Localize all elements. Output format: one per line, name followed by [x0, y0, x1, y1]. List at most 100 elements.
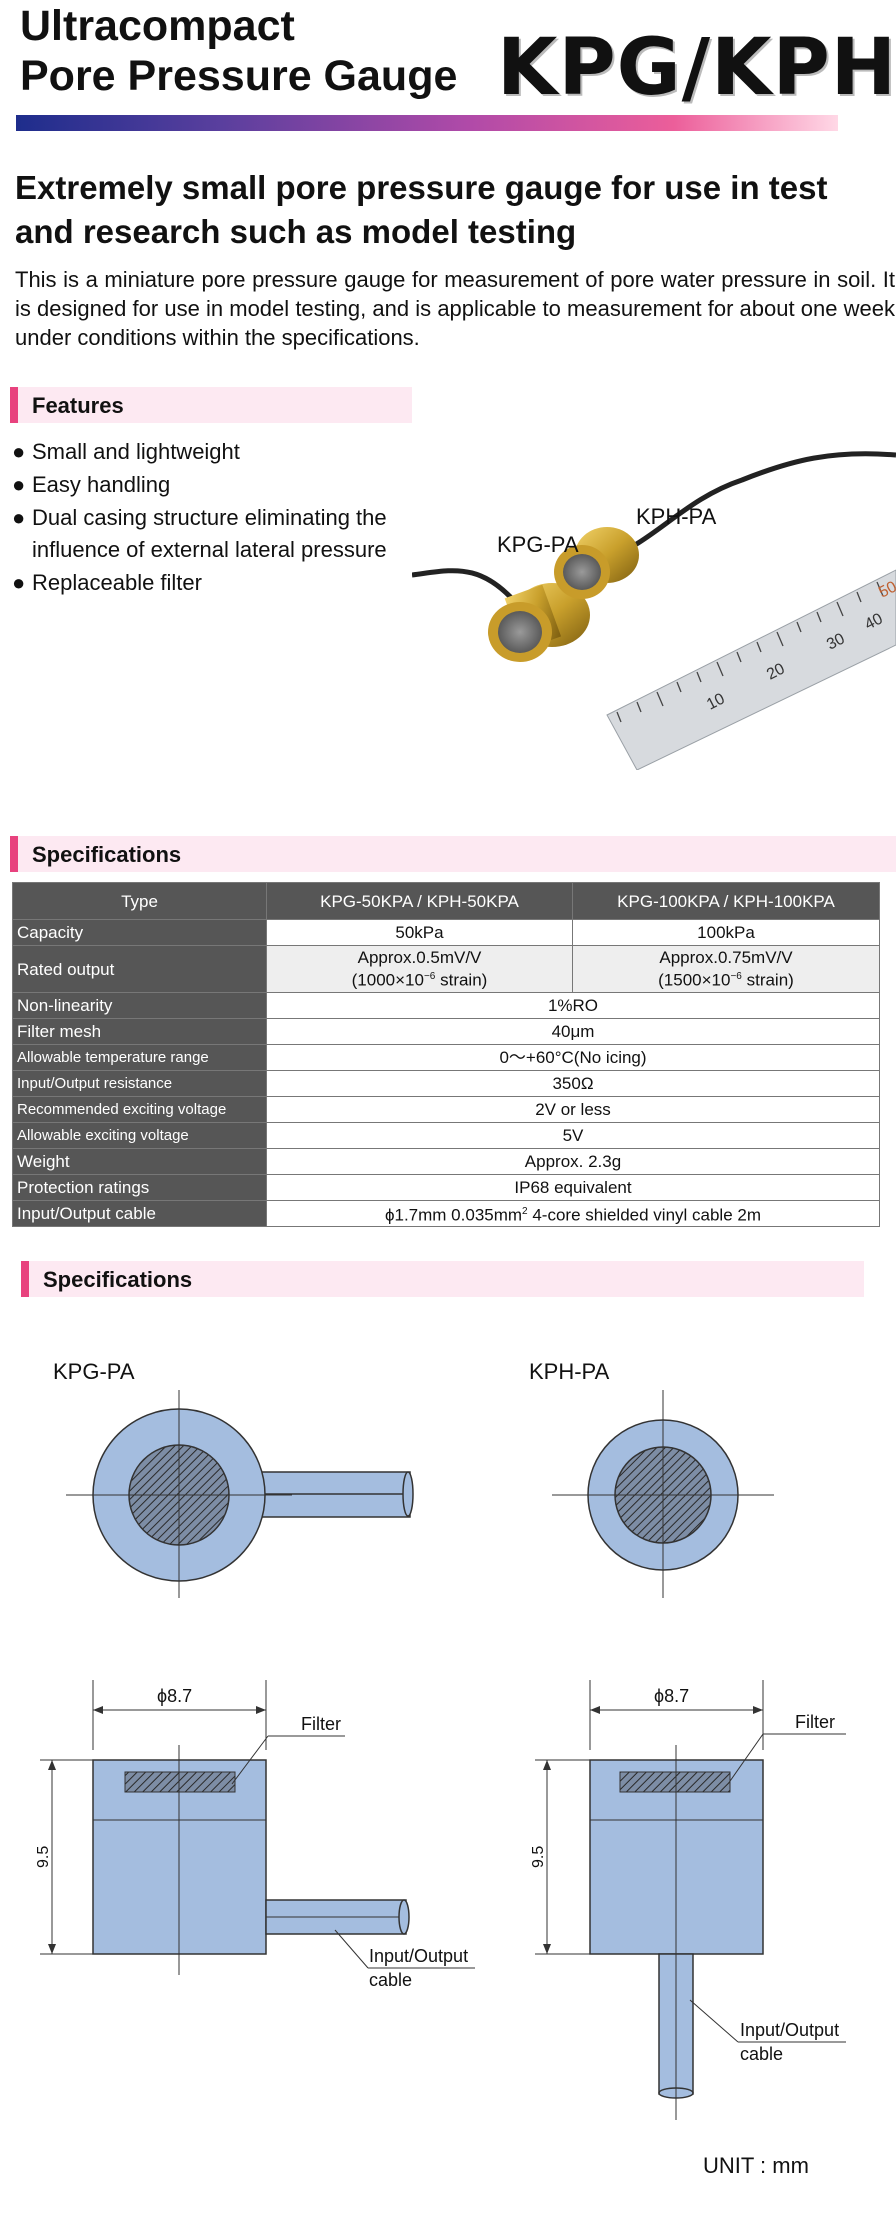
features-heading: Features — [10, 387, 412, 423]
ruler-ticks — [616, 581, 884, 723]
feature-text: Small and lightweight — [32, 439, 240, 464]
cable-label-line2: cable — [369, 1970, 412, 1990]
row-value: 350Ω — [266, 1070, 880, 1097]
row-label: Rated output — [12, 945, 267, 993]
row-label: Filter mesh — [12, 1018, 267, 1045]
photo-label-kpg: KPG-PA — [497, 532, 579, 557]
row-label: Input/Output resistance — [12, 1070, 267, 1097]
diameter-label: ϕ8.7 — [654, 1686, 689, 1706]
diameter-label: ϕ8.7 — [157, 1686, 192, 1706]
features-heading-label: Features — [32, 393, 124, 418]
title-line-1: Ultracompact — [20, 2, 295, 50]
specs-heading: Specifications — [10, 836, 896, 872]
model-name: KPG/KPH — [497, 23, 896, 113]
feature-text: Replaceable filter — [32, 570, 202, 595]
row-label: Protection ratings — [12, 1174, 267, 1201]
row-value: 5V — [266, 1122, 880, 1149]
row-value: 40μm — [266, 1018, 880, 1045]
strain-exp: −6 — [730, 971, 742, 983]
table-row: Rated output Approx.0.5mV/V (1000×10−6 s… — [12, 945, 880, 993]
feature-item: ●Dual casing structure eliminating the i… — [10, 502, 420, 566]
row-value: 1%RO — [266, 992, 880, 1019]
features-list: ●Small and lightweight ●Easy handling ●D… — [10, 436, 420, 600]
strain-base: (1000×10 — [351, 970, 424, 990]
row-value: Approx. 2.3g — [266, 1148, 880, 1175]
row-value: 0～+60°C(No icing) — [266, 1044, 880, 1071]
drawing-label-kph: KPH-PA — [529, 1359, 610, 1384]
dimension-drawing: KPG-PA KPH-PA ϕ8.7 — [35, 1359, 846, 2178]
row-label: Allowable temperature range — [12, 1044, 267, 1071]
strain-base: (1500×10 — [658, 970, 731, 990]
cable-spec-text: ϕ1.7mm 0.035mm — [384, 1205, 523, 1225]
heading-accent — [10, 387, 18, 423]
heading-accent — [10, 836, 18, 872]
height-label: 9.5 — [530, 1846, 547, 1868]
bullet-icon: ● — [12, 505, 26, 530]
row-value: 2V or less — [266, 1096, 880, 1123]
strain-exp: −6 — [423, 971, 436, 983]
table-row: Input/Output cable ϕ1.7mm 0.035mm2 4-cor… — [12, 1200, 880, 1227]
kpg-cable — [412, 568, 524, 612]
cable-label-line1: Input/Output — [740, 2020, 839, 2040]
row-value: 100kPa — [572, 919, 880, 946]
cable-spec-sup: 2 — [522, 1206, 528, 1218]
ruler-mark: 40 — [862, 610, 886, 633]
strain-unit: strain) — [741, 970, 794, 990]
header-cell: KPG-100KPA / KPH-100KPA — [572, 882, 880, 920]
row-label: Allowable exciting voltage — [12, 1122, 267, 1149]
bullet-icon: ● — [12, 570, 26, 595]
specs-heading-label: Specifications — [32, 842, 182, 867]
kph-top-view — [552, 1390, 774, 1598]
row-label: Recommended exciting voltage — [12, 1096, 267, 1123]
kph-cable — [601, 451, 896, 563]
row-value: 50kPa — [266, 919, 573, 946]
ruler — [606, 569, 896, 770]
drawing-heading-label: Specifications — [43, 1267, 193, 1292]
row-label: Input/Output cable — [12, 1200, 267, 1227]
drawing-label-kpg: KPG-PA — [53, 1359, 135, 1384]
intro-text: This is a miniature pore pressure gauge … — [15, 267, 895, 350]
header-gradient-bar — [16, 115, 838, 131]
row-value: Approx.0.5mV/V (1000×10−6 strain) — [266, 945, 573, 993]
kph-side-view: ϕ8.7 9.5 Filter Input/Output cable — [530, 1680, 846, 2120]
filter-label: Filter — [795, 1712, 835, 1732]
cable-label-line2: cable — [740, 2044, 783, 2064]
header-cell: KPG-50KPA / KPH-50KPA — [266, 882, 573, 920]
drawing-heading: Specifications — [21, 1261, 864, 1297]
kpg-top-view — [66, 1390, 414, 1598]
title-line-2: Pore Pressure Gauge — [20, 52, 458, 100]
height-label: 9.5 — [35, 1846, 52, 1868]
ruler-mark: 20 — [764, 660, 788, 683]
ruler-mark: 30 — [824, 630, 848, 653]
row-value: Approx.0.75mV/V (1500×10−6 strain) — [572, 945, 880, 993]
product-photo: 10 20 30 40 50 KPG-PA KPH-PA — [412, 451, 896, 770]
rated-output-strain: (1000×10−6 strain) — [271, 967, 568, 990]
photo-label-kph: KPH-PA — [636, 504, 717, 529]
row-value: ϕ1.7mm 0.035mm2 4-core shielded vinyl ca… — [266, 1200, 880, 1227]
unit-label: UNIT : mm — [703, 2153, 809, 2178]
kph-sensor — [554, 527, 639, 599]
rated-output-strain: (1500×10−6 strain) — [577, 967, 875, 990]
feature-item: ●Replaceable filter — [10, 567, 420, 599]
ruler-mark: 10 — [704, 690, 728, 713]
cable-label-line1: Input/Output — [369, 1946, 468, 1966]
row-label: Weight — [12, 1148, 267, 1175]
specifications-table: Type KPG-50KPA / KPH-50KPA KPG-100KPA / … — [12, 882, 880, 1227]
feature-text: Dual casing structure eliminating the in… — [32, 505, 387, 562]
bullet-icon: ● — [12, 472, 26, 497]
feature-item: ●Easy handling — [10, 469, 420, 501]
header-cell: Type — [12, 882, 267, 920]
row-value: IP68 equivalent — [266, 1174, 880, 1201]
ruler-mark: 50 — [876, 578, 896, 601]
kpg-side-view: ϕ8.7 9.5 Filter Input/Output cable — [35, 1680, 475, 1990]
bullet-icon: ● — [12, 439, 26, 464]
rated-output-text: Approx.0.5mV/V — [357, 948, 482, 968]
feature-item: ●Small and lightweight — [10, 436, 420, 468]
kpg-sensor — [488, 583, 590, 662]
